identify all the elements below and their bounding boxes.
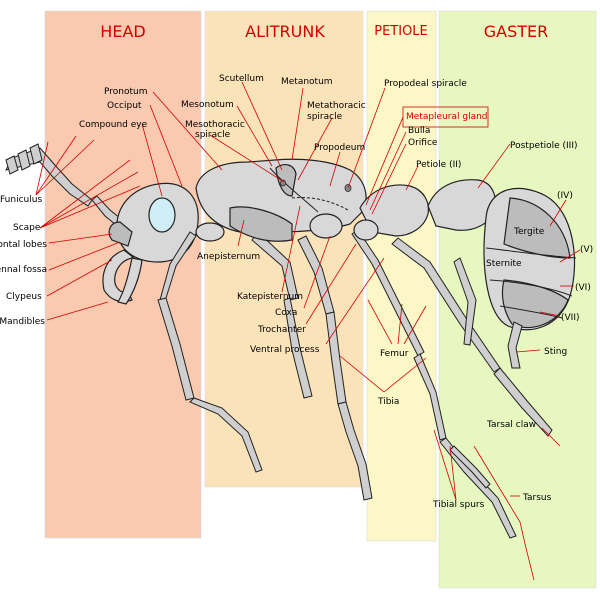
label-metanotum: Metanotum <box>281 77 333 87</box>
label-scutellum: Scutellum <box>219 74 264 84</box>
label-metapleural-gland: Metapleural gland <box>406 112 488 122</box>
label-ventral-process: Ventral process <box>250 345 320 355</box>
head-band <box>44 10 202 539</box>
part-labels: Pronotum Occiput Compound eye Funiculus … <box>0 74 593 510</box>
label-antennal-fossa: Antennal fossa <box>0 265 47 275</box>
label-propodeum: Propodeum <box>314 143 365 153</box>
label-trochanter: Trochanter <box>257 325 306 335</box>
label-metathoracic-spiracle-2: spiracle <box>307 112 343 122</box>
label-tibia: Tibia <box>377 397 399 407</box>
head <box>102 182 199 305</box>
label-tarsus: Tarsus <box>522 493 552 503</box>
label-seg-v: (V) <box>580 245 593 255</box>
ant-illustration <box>5 143 577 539</box>
gaster-title: GASTER <box>484 22 549 41</box>
label-seg-vii: (VII) <box>561 313 580 323</box>
alitrunk-band <box>204 10 364 488</box>
label-femur: Femur <box>380 349 409 359</box>
label-postpetiole-iii: Postpetiole (III) <box>510 141 578 151</box>
label-bulla: Bulla <box>408 126 430 136</box>
far-legs <box>251 231 553 437</box>
label-clypeus: Clypeus <box>6 292 42 302</box>
label-seg-iv: (IV) <box>557 191 573 201</box>
label-metathoracic-spiracle-1: Metathoracic <box>307 101 366 111</box>
label-mesonotum: Mesonotum <box>181 100 234 110</box>
label-seg-vi: (VI) <box>575 283 591 293</box>
label-scape: Scape <box>13 223 41 233</box>
compound-eye-shape <box>148 197 176 233</box>
label-sting: Sting <box>544 347 567 357</box>
label-petiole-ii: Petiole (II) <box>416 160 461 170</box>
label-compound-eye: Compound eye <box>79 120 148 130</box>
label-mesothoracic-spiracle-1: Mesothoracic <box>185 120 245 130</box>
head-title: HEAD <box>100 22 145 41</box>
petiole <box>359 179 496 237</box>
label-mandibles: Mandibles <box>0 317 45 327</box>
label-katepisternum: Katepisternum <box>237 292 303 302</box>
alitrunk-title: ALITRUNK <box>245 22 325 41</box>
label-coxa: Coxa <box>275 308 297 318</box>
antenna <box>5 143 138 239</box>
label-anepisternum: Anepisternum <box>197 252 260 262</box>
petiole-title: PETIOLE <box>374 24 428 39</box>
near-legs <box>157 213 517 539</box>
leader-lines <box>35 81 581 581</box>
label-occiput: Occiput <box>107 101 142 111</box>
label-funiculus: Funiculus <box>0 195 42 205</box>
label-sternite: Sternite <box>486 259 522 269</box>
gaster <box>483 187 577 369</box>
label-tibial-spurs: Tibial spurs <box>432 500 485 510</box>
label-tergite: Tergite <box>513 227 545 237</box>
label-pronotum: Pronotum <box>104 87 148 97</box>
label-mesothoracic-spiracle-2: spiracle <box>195 130 231 140</box>
label-propodeal-spiracle: Propodeal spiracle <box>384 79 467 89</box>
petiole-band <box>366 10 437 542</box>
label-tarsal-claw: Tarsal claw <box>486 420 536 430</box>
label-frontal-lobes: Frontal lobes <box>0 240 47 250</box>
label-orifice: Orifice <box>408 138 438 148</box>
